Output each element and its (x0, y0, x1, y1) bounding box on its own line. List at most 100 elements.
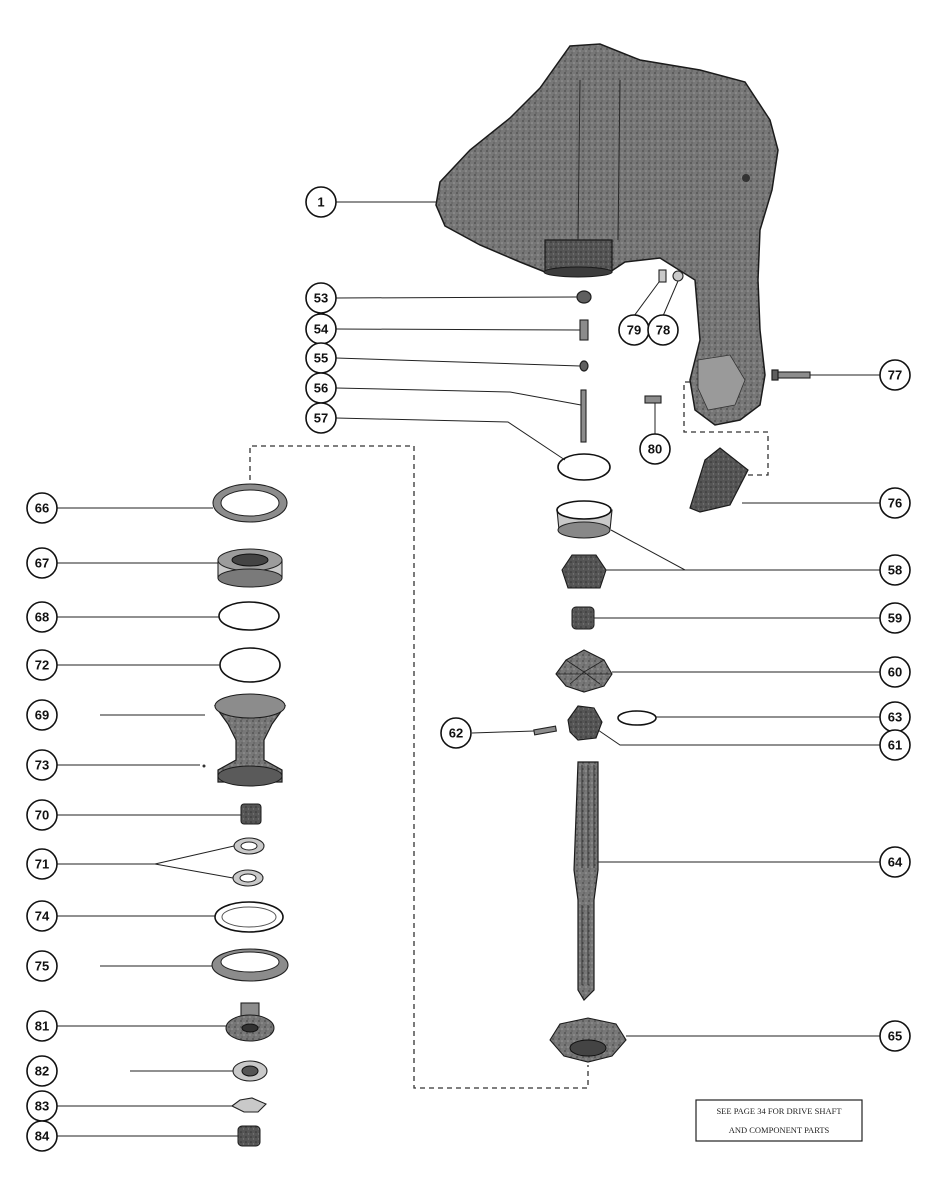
svg-text:60: 60 (888, 665, 902, 680)
svg-text:81: 81 (35, 1019, 49, 1034)
callout-75: 75 (26, 950, 58, 982)
callout-65: 65 (879, 1020, 911, 1052)
svg-text:75: 75 (35, 959, 49, 974)
bearing-70 (240, 803, 262, 825)
callout-59: 59 (879, 602, 911, 634)
svg-text:74: 74 (35, 909, 50, 924)
callout-54: 54 (305, 313, 337, 345)
callout-72: 72 (26, 649, 58, 681)
callout-74: 74 (26, 900, 58, 932)
svg-text:69: 69 (35, 708, 49, 723)
callout-57: 57 (305, 402, 337, 434)
svg-text:55: 55 (314, 351, 328, 366)
callout-64: 64 (879, 846, 911, 878)
callout-1: 1 (305, 186, 337, 218)
bearing-59 (571, 606, 595, 630)
reference-note: SEE PAGE 34 FOR DRIVE SHAFT AND COMPONEN… (695, 1099, 863, 1142)
callout-56: 56 (305, 372, 337, 404)
callout-77: 77 (879, 359, 911, 391)
note-line-1: SEE PAGE 34 FOR DRIVE SHAFT (716, 1106, 842, 1116)
callout-78: 78 (647, 314, 679, 346)
washer-82 (232, 1060, 268, 1082)
bevel-gear-65 (549, 1017, 627, 1063)
retainer-ring-75 (211, 948, 289, 982)
callout-68: 68 (26, 601, 58, 633)
note-line-2: AND COMPONENT PARTS (729, 1125, 830, 1135)
bearing-carrier-69-73 (202, 693, 287, 787)
svg-text:67: 67 (35, 556, 49, 571)
assembly-path-left (249, 445, 589, 1089)
washers-71 (232, 837, 265, 887)
gear-61 (567, 705, 603, 741)
svg-text:57: 57 (314, 411, 328, 426)
o-ring-68 (218, 601, 280, 631)
small-hardware-79-78 (658, 269, 684, 283)
callout-80: 80 (639, 433, 671, 465)
callout-82: 82 (26, 1055, 58, 1087)
callout-71: 71 (26, 848, 58, 880)
svg-text:61: 61 (888, 738, 902, 753)
ring-63 (617, 710, 657, 726)
callout-84: 84 (26, 1120, 58, 1152)
screw-77 (771, 369, 811, 381)
callout-66: 66 (26, 492, 58, 524)
callout-60: 60 (879, 656, 911, 688)
callout-55: 55 (305, 342, 337, 374)
svg-text:84: 84 (35, 1129, 50, 1144)
bearing-cone-58-lower (561, 554, 607, 589)
svg-text:72: 72 (35, 658, 49, 673)
svg-text:83: 83 (35, 1099, 49, 1114)
bearing-67 (217, 548, 283, 588)
svg-text:65: 65 (888, 1029, 902, 1044)
pin-62 (533, 725, 557, 736)
callout-63: 63 (879, 701, 911, 733)
callout-83: 83 (26, 1090, 58, 1122)
svg-text:62: 62 (449, 726, 463, 741)
svg-text:73: 73 (35, 758, 49, 773)
callout-62: 62 (440, 717, 472, 749)
svg-text:58: 58 (888, 563, 902, 578)
nut-84 (237, 1125, 261, 1147)
callout-70: 70 (26, 799, 58, 831)
svg-text:68: 68 (35, 610, 49, 625)
svg-text:70: 70 (35, 808, 49, 823)
svg-text:53: 53 (314, 291, 328, 306)
gear-81 (225, 1002, 275, 1042)
callout-labels: 1 53 54 55 56 57 79 78 77 80 76 66 67 68… (26, 186, 911, 1152)
callout-69: 69 (26, 699, 58, 731)
pinion-gear-60 (555, 649, 613, 693)
gear-housing-part (435, 43, 779, 426)
seal-ring-66 (212, 483, 288, 523)
svg-text:59: 59 (888, 611, 902, 626)
callout-76: 76 (879, 487, 911, 519)
callout-81: 81 (26, 1010, 58, 1042)
lock-washer-83 (230, 1097, 267, 1113)
svg-text:82: 82 (35, 1064, 49, 1079)
svg-text:64: 64 (888, 855, 903, 870)
svg-text:80: 80 (648, 442, 662, 457)
o-ring-72 (219, 647, 281, 683)
bolt-80 (644, 395, 662, 404)
callout-58: 58 (879, 554, 911, 586)
trim-tab-76 (689, 447, 749, 513)
svg-text:77: 77 (888, 368, 902, 383)
svg-text:79: 79 (627, 323, 641, 338)
assembly-path-right (683, 381, 769, 476)
svg-text:1: 1 (317, 195, 324, 210)
svg-text:63: 63 (888, 710, 902, 725)
callout-61: 61 (879, 729, 911, 761)
svg-text:66: 66 (35, 501, 49, 516)
svg-text:78: 78 (656, 323, 670, 338)
svg-text:76: 76 (888, 496, 902, 511)
gasket-74 (214, 901, 284, 933)
svg-text:54: 54 (314, 322, 329, 337)
callout-73: 73 (26, 749, 58, 781)
callout-67: 67 (26, 547, 58, 579)
svg-text:56: 56 (314, 381, 328, 396)
bearing-cup-58-upper (556, 500, 613, 539)
svg-text:71: 71 (35, 857, 49, 872)
small-parts-stack (557, 290, 611, 481)
leader-lines (56, 201, 880, 1137)
